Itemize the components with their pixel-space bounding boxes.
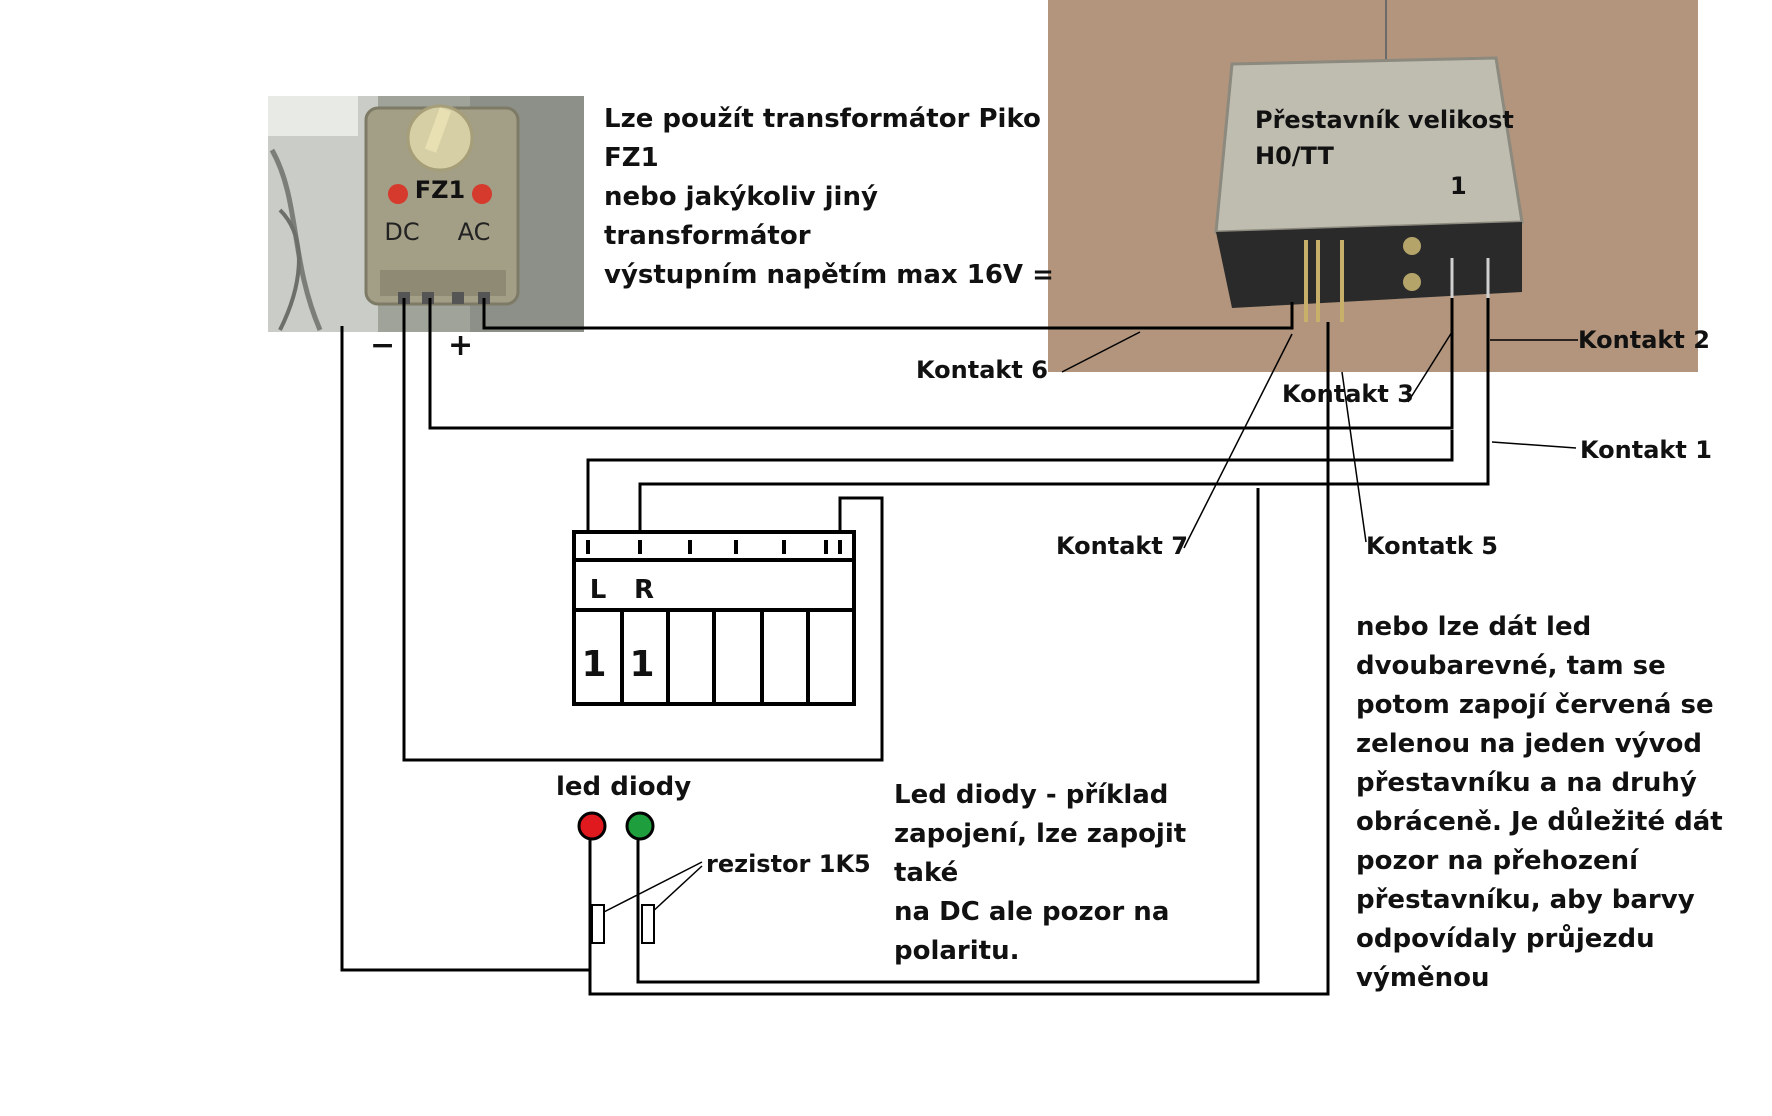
panel-label-L: L [590,575,607,605]
plus-label: + [448,328,474,363]
leader-resistor-2 [649,865,703,915]
panel-cell-1: 1 [581,644,606,685]
wire-led-green [636,488,1260,984]
indicator-light-left [388,184,408,204]
wire-panel-L [586,430,1454,538]
switch-machine-number: 1 [1450,172,1467,200]
switch-machine-title-line1: Přestavník velikost [1255,106,1514,134]
wire-led-red [588,322,1330,996]
leader-contact5 [1341,371,1367,543]
wire-dc-plus [428,298,1454,430]
switch-machine-photo: Přestavník velikost H0/TT 1 [1048,0,1698,372]
wire-ac-to-contact6 [482,298,1294,330]
terminal-2 [422,292,434,304]
leader-contact7 [1183,333,1293,549]
dc-label: DC [384,218,419,246]
control-panel: L R 1 1 [572,530,856,706]
led-title: led diody [556,772,692,802]
contact-7-label: Kontakt 7 [1056,532,1188,560]
ac-label: AC [458,218,491,246]
resistor-green [641,904,655,944]
switch-machine-base [1216,222,1522,308]
wire-dc-minus [402,298,884,762]
contact-6-label: Kontakt 6 [916,356,1048,384]
transformer-description: Lze použít transformátor Piko FZ1 nebo j… [604,104,1054,300]
leader-contact3 [1407,331,1453,403]
leader-contact1 [1491,441,1577,449]
indicator-light-right [472,184,492,204]
resistor-label: rezistor 1K5 [706,850,871,878]
contact-2-label: Kontakt 2 [1578,326,1710,354]
transformer-photo: FZ1 DC AC [268,96,584,332]
terminal-3 [452,292,464,304]
wire-panel-R [638,298,1490,538]
led-assembly [577,811,655,944]
wires [340,298,1490,996]
switch-machine-title-line2: H0/TT [1255,142,1334,170]
led-note: Led diody - příklad zapojení, lze zapoji… [894,780,1187,966]
contact-3-label: Kontakt 3 [1282,380,1414,408]
bicolor-note: nebo lze dát led dvoubarevné, tam se pot… [1356,612,1723,993]
transformer-name: FZ1 [415,176,466,204]
red-led [577,811,607,841]
green-led [625,811,655,841]
wire-outer-left [340,326,590,972]
panel-label-R: R [634,575,654,605]
minus-label: − [370,328,396,363]
leader-resistor-1 [599,861,703,915]
panel-cell-2: 1 [629,644,654,685]
contact-1-label: Kontakt 1 [1580,436,1712,464]
resistor-red [591,904,605,944]
leader-lines [599,331,1578,915]
leader-contact6 [1061,331,1141,373]
contact-5-label: Kontatk 5 [1366,532,1498,560]
